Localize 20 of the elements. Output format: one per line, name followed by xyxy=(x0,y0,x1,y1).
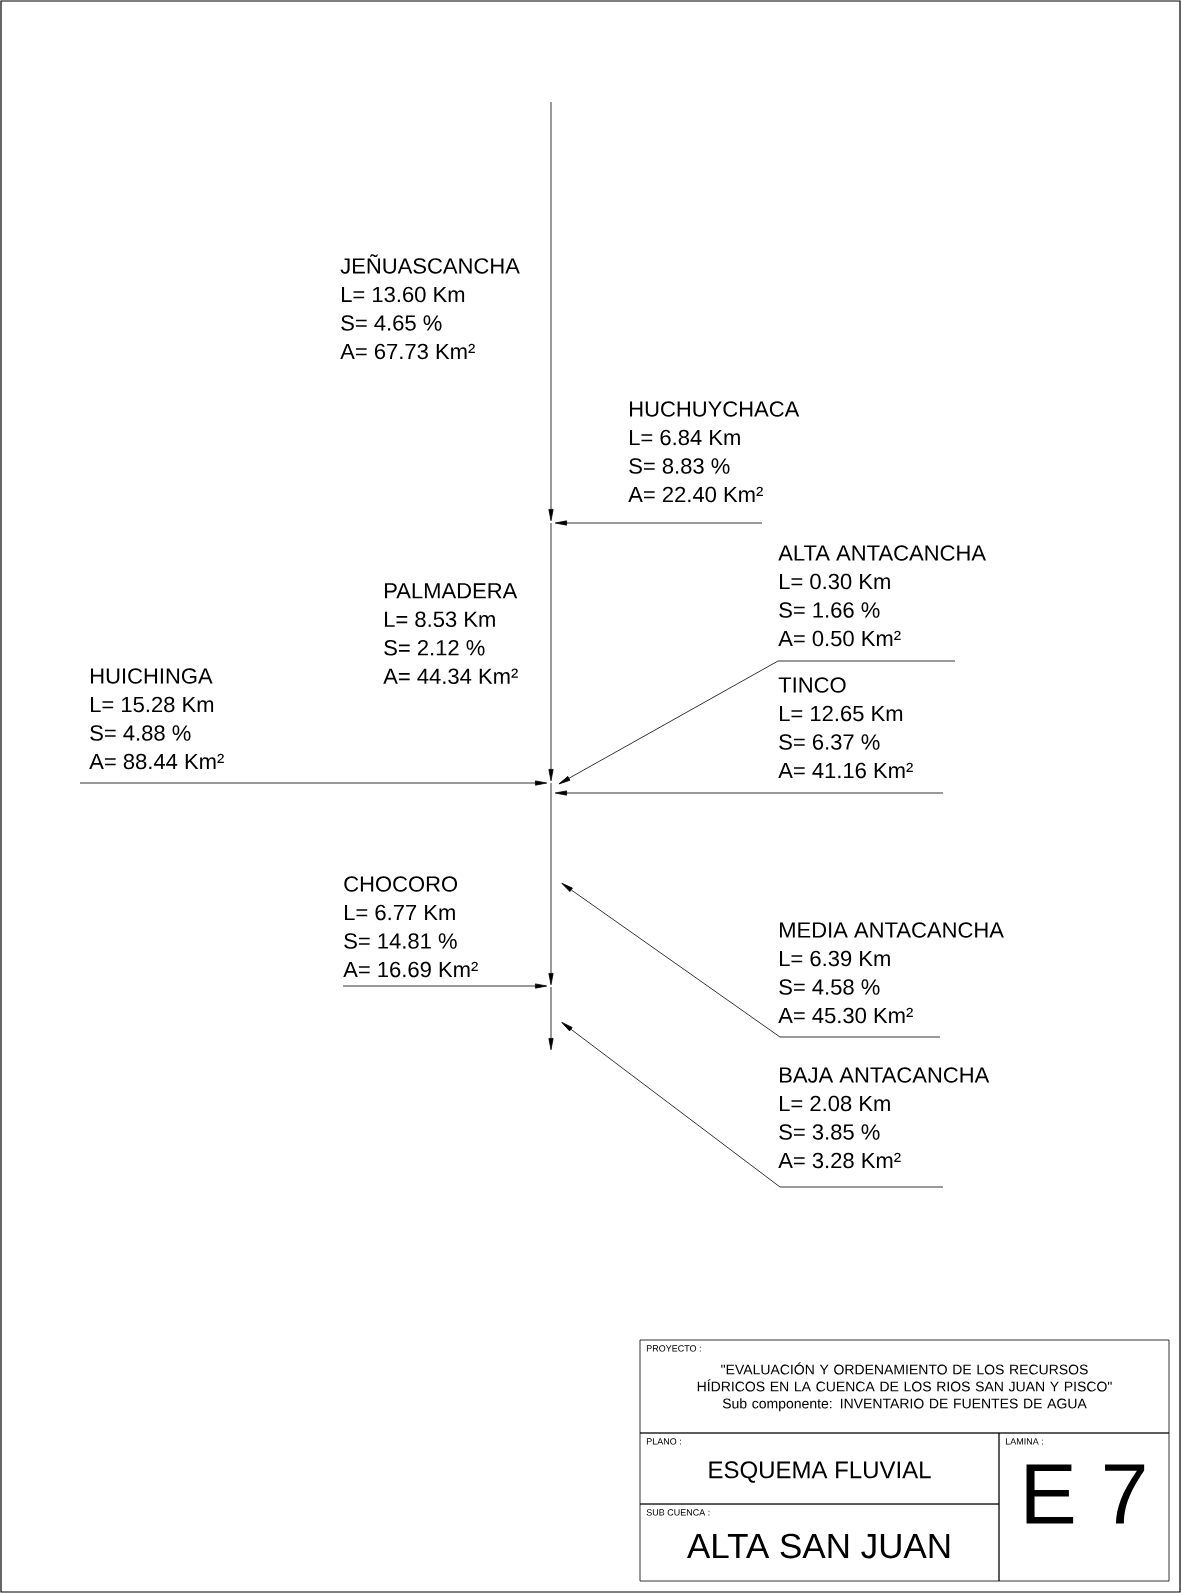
stream-label: HUICHINGA L= 15.28 Km S= 4.88 % A= 88.44 Km² xyxy=(89,668,224,770)
title-block-cell: SUB CUENCA : ALTA SAN JUAN xyxy=(639,1503,1000,1582)
tributary-arrow xyxy=(554,520,763,526)
stream-label: MEDIA ANTACANCHA L= 6.39 Km S= 4.58 % A= 45.30 Km² xyxy=(778,922,1004,1024)
stream-label: JEÑUASCANCHA L= 13.60 Km S= 4.65 % A= 67.73 Km² xyxy=(340,254,520,360)
title-block-cell: LAMINA : E 7 xyxy=(998,1432,1170,1582)
title-block-cell: PLANO : ESQUEMA FLUVIAL xyxy=(639,1432,1000,1505)
tributary-arrow xyxy=(79,780,548,786)
stream-label: TINCO L= 12.65 Km S= 6.37 % A= 41.16 Km² xyxy=(778,677,913,779)
stream-label: HUCHUYCHACA L= 6.84 Km S= 8.83 % A= 22.40 Km² xyxy=(628,401,800,503)
stream-label: ALTA ANTACANCHA L= 0.30 Km S= 1.66 % A= 0.50 Km² xyxy=(778,545,986,647)
stream-label: CHOCORO L= 6.77 Km S= 14.81 % A= 16.69 Km² xyxy=(343,876,478,978)
tributary-arrow xyxy=(554,790,944,796)
tributary-arrow xyxy=(342,983,548,989)
stream-label: BAJA ANTACANCHA L= 2.08 Km S= 3.85 % A= 3.28 Km² xyxy=(778,1067,990,1169)
title-block-cell: PROYECTO : "EVALUACIÓN Y ORDENAMIENTO DE LOS RECURSOS HÍDRICOS EN LA CUENCA DE LOS RIOS SAN JUAN Y PISCO" Sub componente: INVENTARIO DE FUENTES DE AGUA xyxy=(639,1339,1170,1434)
tributary-arrow xyxy=(561,882,941,1038)
stream-label: PALMADERA L= 8.53 Km S= 2.12 % A= 44.34 Km² xyxy=(383,583,518,685)
tributary-arrow xyxy=(558,660,956,785)
tributary-arrow xyxy=(561,1022,944,1188)
